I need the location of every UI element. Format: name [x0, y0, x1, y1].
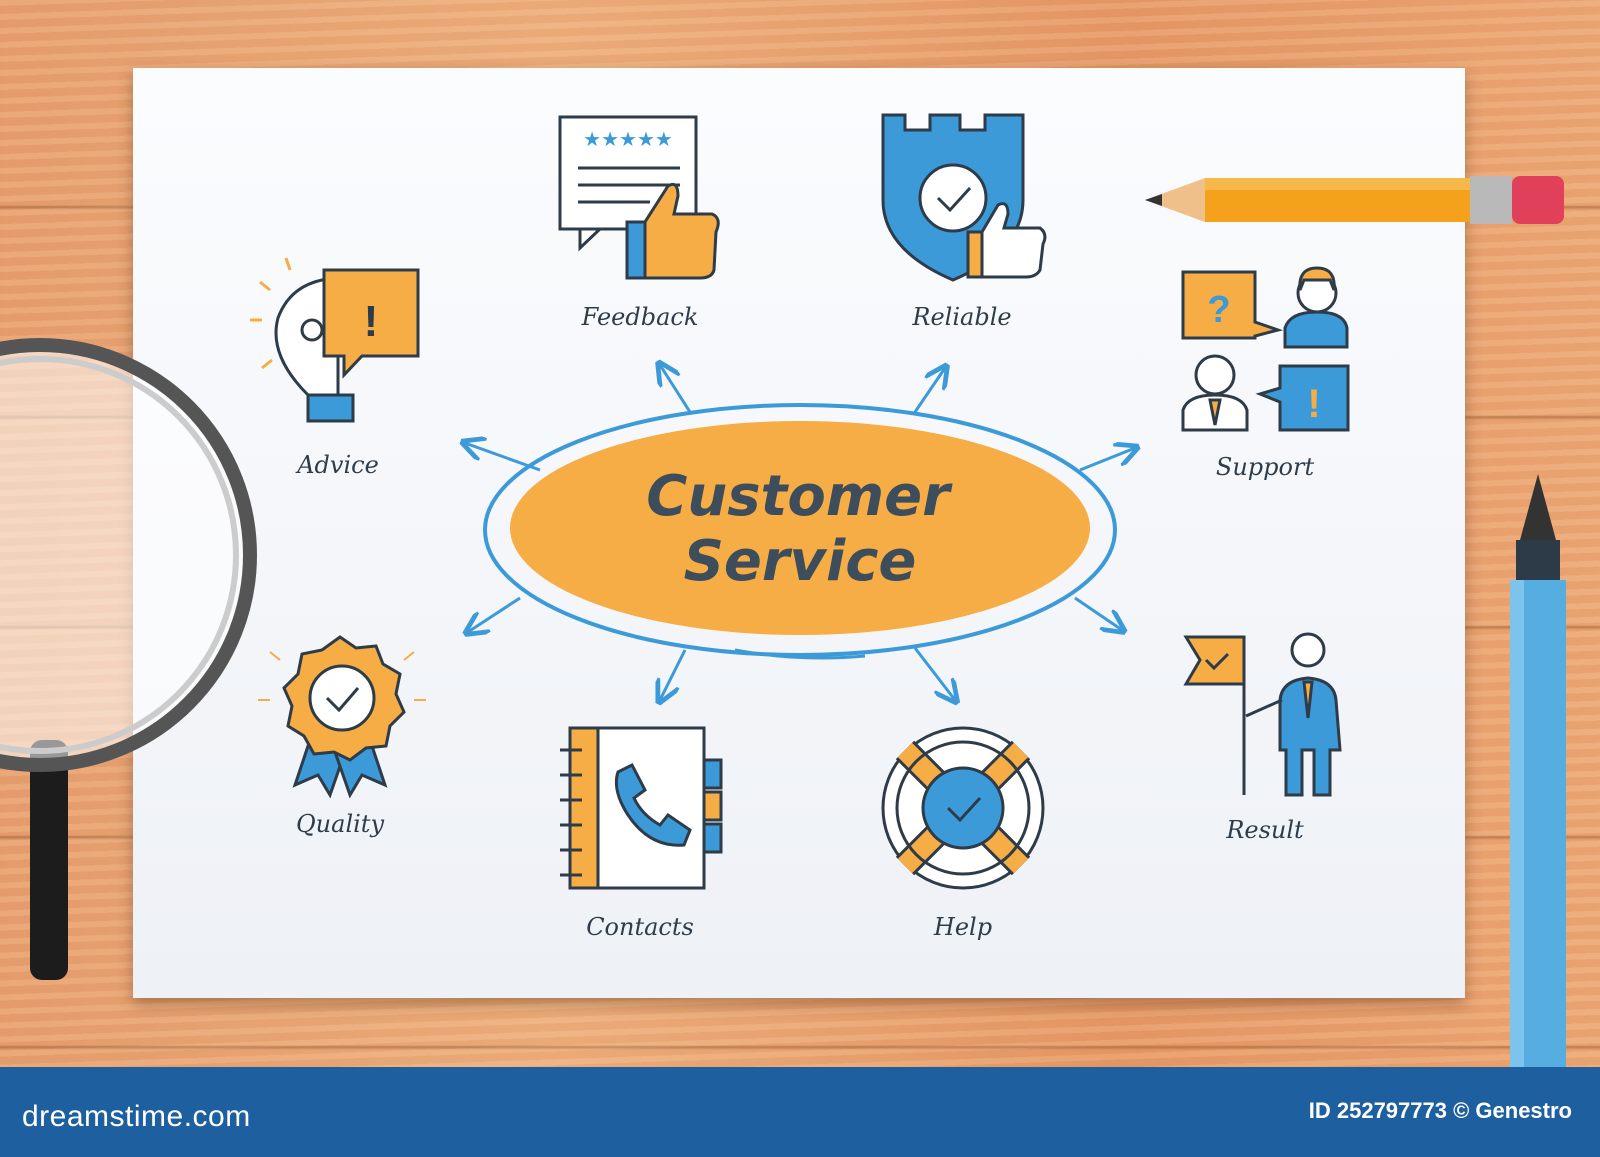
lifebuoy-icon — [881, 726, 1045, 890]
feedback-icon: ★★★★★ — [558, 115, 720, 280]
brand-logo[interactable]: dreamstime.com — [22, 1100, 251, 1133]
magnifying-glass — [0, 338, 257, 980]
label-help: Help — [933, 913, 992, 941]
footer-bar — [0, 1067, 1600, 1157]
central-node: Customer Service — [483, 403, 1117, 660]
pen — [1510, 474, 1566, 1067]
svg-text:★★★★★: ★★★★★ — [583, 129, 673, 151]
label-support: Support — [1216, 453, 1315, 481]
badge-icon — [258, 635, 426, 799]
central-title-line2: Service — [684, 529, 917, 594]
pencil — [1145, 176, 1564, 224]
shield-icon — [881, 113, 1047, 282]
mind-map-diagram: Customer Service ★★★★★ Feedback Reliable — [0, 113, 1566, 1067]
address-book-icon — [560, 726, 723, 890]
svg-text:!: ! — [1307, 382, 1320, 426]
label-contacts: Contacts — [586, 913, 694, 941]
svg-text:!: ! — [364, 297, 379, 346]
arrow-help — [913, 647, 955, 700]
label-feedback: Feedback — [581, 303, 699, 331]
arrow-feedback — [660, 365, 692, 413]
lightbulb-icon: ! — [250, 257, 420, 423]
svg-text:?: ? — [1207, 289, 1230, 331]
label-reliable: Reliable — [911, 303, 1011, 331]
arrow-quality — [468, 596, 521, 632]
support-icon: ? ! — [1181, 266, 1350, 432]
arrow-contacts — [660, 649, 687, 700]
label-advice: Advice — [295, 451, 379, 479]
arrow-support — [1079, 448, 1135, 472]
central-title-line1: Customer — [646, 464, 953, 529]
label-result: Result — [1225, 816, 1304, 844]
label-quality: Quality — [296, 810, 384, 838]
image-credit: ID 252797773 © Genestro — [1308, 1098, 1572, 1123]
result-icon — [1183, 632, 1342, 797]
connector-arrows — [465, 365, 1135, 700]
arrow-advice — [465, 443, 541, 472]
arrow-result — [1074, 596, 1122, 630]
arrow-reliable — [913, 368, 945, 413]
